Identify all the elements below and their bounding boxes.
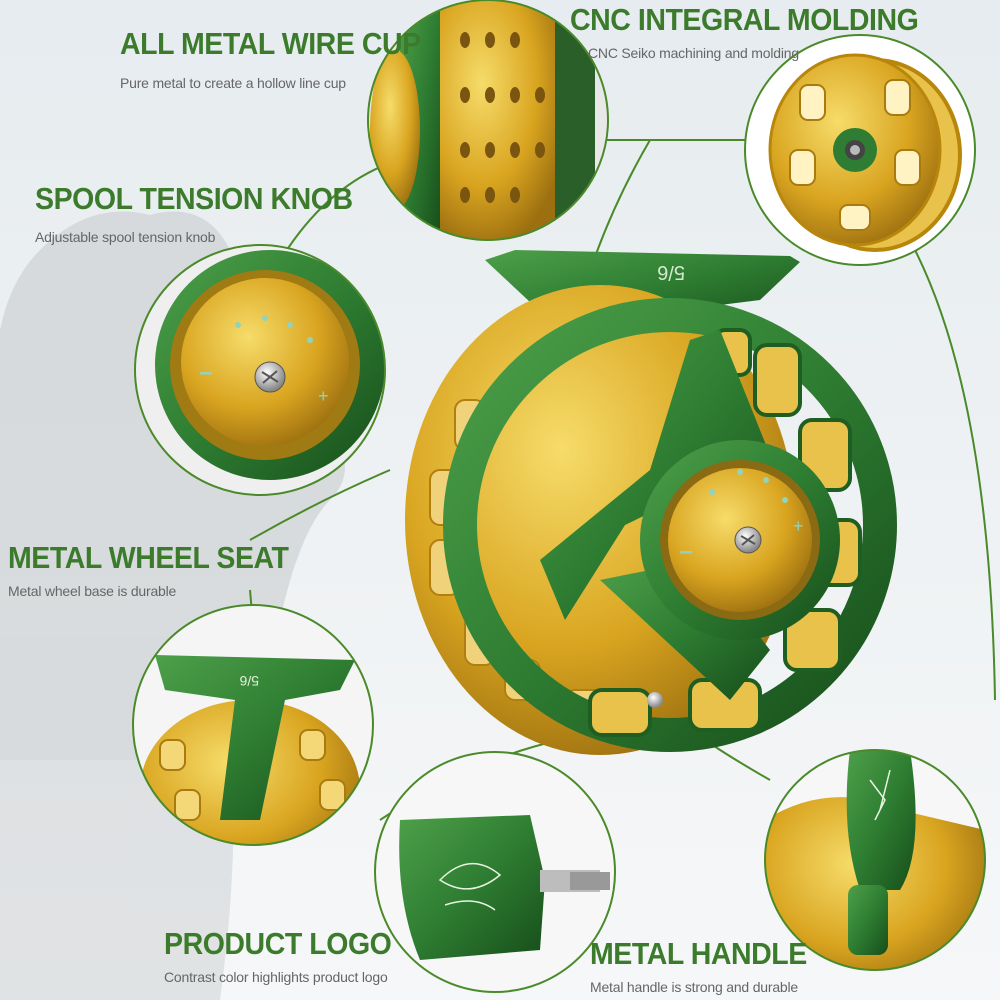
detail-tension-knob: +: [134, 244, 386, 496]
svg-text:5/6: 5/6: [239, 673, 259, 689]
feature-desc: Contrast color highlights product logo: [164, 969, 388, 985]
feature-tension-knob: SPOOL TENSION KNOB Adjustable spool tens…: [35, 183, 380, 245]
detail-cnc: [744, 34, 976, 266]
main-reel: +: [405, 250, 897, 755]
feature-desc: CNC Seiko machining and molding: [588, 45, 799, 61]
detail-wire-cup: [367, 0, 609, 241]
feature-title: CNC INTEGRAL MOLDING: [570, 2, 919, 37]
svg-text:+: +: [793, 516, 804, 536]
feature-wheel-seat: METAL WHEEL SEAT Metal wheel base is dur…: [8, 542, 313, 599]
feature-title: ALL METAL WIRE CUP: [120, 26, 421, 61]
feature-product-logo: PRODUCT LOGO Contrast color highlights p…: [164, 928, 411, 985]
feature-wire-cup: ALL METAL WIRE CUP Pure metal to create …: [120, 28, 447, 91]
size-mark: 5/6: [657, 261, 685, 283]
feature-desc: Metal wheel base is durable: [8, 583, 177, 599]
feature-desc: Adjustable spool tension knob: [35, 229, 216, 245]
feature-title: SPOOL TENSION KNOB: [35, 181, 353, 216]
detail-handle: [764, 749, 986, 971]
feature-desc: Metal handle is strong and durable: [590, 979, 799, 995]
feature-desc: Pure metal to create a hollow line cup: [120, 75, 346, 91]
feature-title: METAL HANDLE: [590, 936, 807, 971]
detail-product-logo: [374, 751, 616, 993]
feature-metal-handle: METAL HANDLE Metal handle is strong and …: [590, 938, 826, 995]
feature-cnc: CNC INTEGRAL MOLDING CNC Seiko machining…: [570, 4, 949, 61]
feature-title: PRODUCT LOGO: [164, 926, 392, 961]
svg-text:+: +: [318, 386, 329, 406]
feature-title: METAL WHEEL SEAT: [8, 540, 289, 575]
